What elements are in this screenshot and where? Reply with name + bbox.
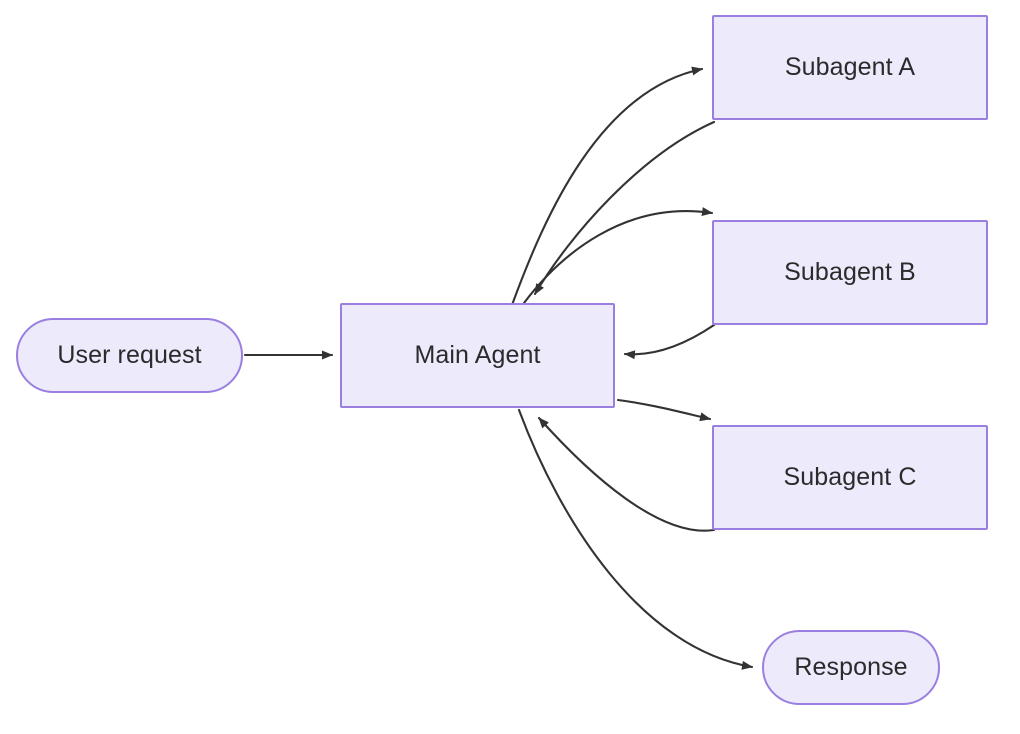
node-user-request-label: User request (57, 341, 202, 369)
node-subagent-b[interactable]: Subagent B (712, 220, 988, 325)
edge-main-agent-to-subagent-b (522, 207, 714, 305)
node-response-label: Response (794, 653, 908, 681)
node-main-agent[interactable]: Main Agent (340, 303, 615, 408)
edge-main-agent-to-response (517, 408, 754, 670)
edge-main-agent-to-subagent-c (616, 398, 712, 422)
node-response[interactable]: Response (762, 630, 940, 705)
node-subagent-c[interactable]: Subagent C (712, 425, 988, 530)
node-subagent-a-label: Subagent A (784, 53, 916, 81)
node-subagent-c-label: Subagent C (783, 463, 917, 491)
node-main-agent-label: Main Agent (414, 341, 541, 369)
edge-subagent-a-to-main-agent (533, 120, 716, 296)
edge-subagent-b-to-main-agent (623, 323, 716, 360)
edge-main-agent-to-subagent-a (510, 66, 704, 307)
edge-subagent-c-to-main-agent (537, 416, 716, 532)
node-user-request[interactable]: User request (16, 318, 243, 393)
node-subagent-a[interactable]: Subagent A (712, 15, 988, 120)
node-subagent-b-label: Subagent B (784, 258, 916, 286)
